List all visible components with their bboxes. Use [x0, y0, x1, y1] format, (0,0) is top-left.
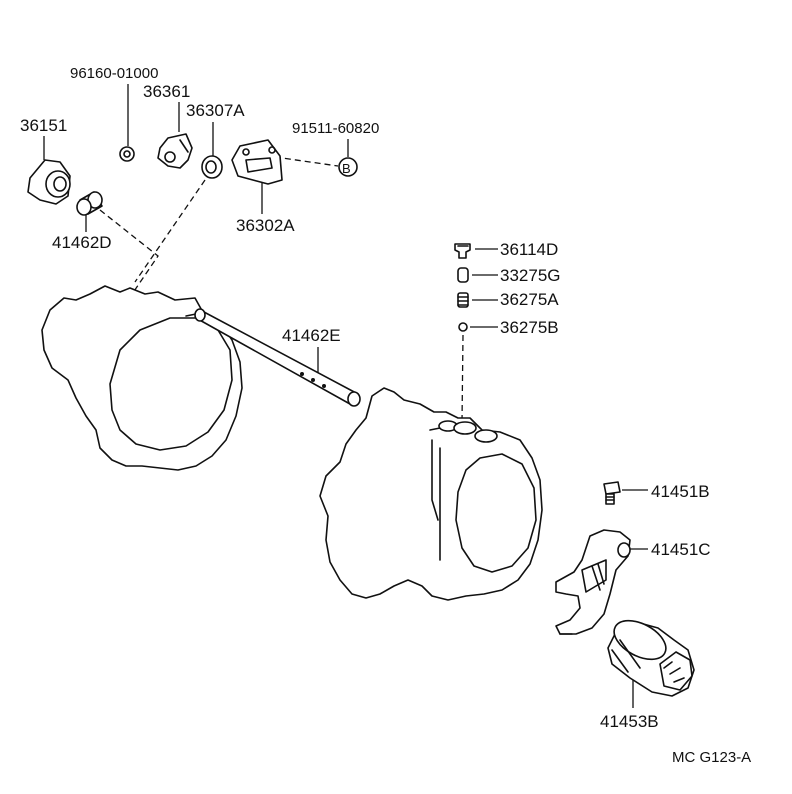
- shift-boot-part: [27, 159, 71, 205]
- label-36307a: 36307A: [186, 101, 245, 120]
- label-41451b: 41451B: [651, 482, 710, 501]
- bushing-part: [201, 155, 223, 179]
- synchro-hub-part: [607, 619, 695, 697]
- label-41451c: 41451C: [651, 540, 711, 559]
- label-91511-60820: 91511-60820: [292, 120, 379, 137]
- bolt-reference-marker: B: [338, 157, 358, 177]
- label-36275a: 36275A: [500, 290, 559, 309]
- label-36114d: 36114D: [500, 240, 558, 259]
- label-36302a: 36302A: [236, 216, 295, 235]
- fork-bolt-part: [603, 481, 621, 505]
- detent-sleeve-part: [457, 267, 469, 283]
- drawing-code: MC G123-A: [672, 749, 751, 766]
- label-41462d: 41462D: [52, 233, 112, 252]
- shift-shaft-part: [194, 308, 361, 407]
- label-36275b: 36275B: [500, 318, 559, 337]
- shaft-bushing-part: [76, 191, 103, 216]
- label-96160-01000: 96160-01000: [70, 65, 158, 82]
- shift-fork-part: [555, 529, 631, 635]
- lock-plate-part: [231, 139, 283, 185]
- label-36361: 36361: [143, 82, 190, 101]
- transmission-case-right: [319, 387, 543, 601]
- detent-spring-part: [457, 292, 469, 308]
- detent-plug-part: [454, 243, 471, 259]
- transmission-case-left: [41, 285, 243, 471]
- snap-ring-part: [119, 146, 135, 162]
- assembly-dashed-lines: [99, 156, 464, 423]
- label-41453b: 41453B: [600, 712, 659, 731]
- bolt-reference-letter: B: [342, 161, 351, 176]
- detent-ball-part: [458, 322, 468, 332]
- label-41462e: 41462E: [282, 326, 341, 345]
- label-33275g: 33275G: [500, 266, 561, 285]
- label-36151: 36151: [20, 116, 67, 135]
- shift-lever-part: [157, 133, 193, 169]
